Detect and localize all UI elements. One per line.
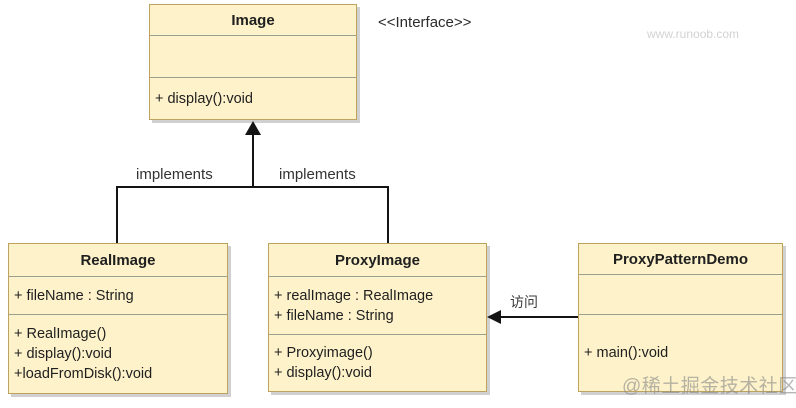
attribute-item: + realImage : RealImage [274, 287, 434, 304]
method-item: +loadFromDisk():void [14, 366, 153, 382]
class-box-image: Image + display():void [149, 4, 357, 120]
class-attributes-proxypatterndemo [579, 275, 782, 315]
implements-label-right: implements [279, 166, 356, 183]
implements-arrowhead-icon [245, 121, 261, 135]
class-methods-image: + display():void [150, 78, 356, 119]
class-title-proxyimage: ProxyImage [269, 244, 486, 277]
interface-stereotype-label: <<Interface>> [378, 14, 472, 31]
attribute-item: + fileName : String [14, 287, 134, 304]
attribute-item: + fileName : String [274, 307, 394, 324]
juejin-watermark: @稀土掘金技术社区 [622, 376, 796, 397]
implements-connector-trunk [252, 134, 254, 187]
method-item: + display():void [155, 90, 253, 107]
class-box-proxyimage: ProxyImage + realImage : RealImage + fil… [268, 243, 487, 392]
class-methods-realimage: + RealImage() + display():void +loadFrom… [9, 315, 227, 393]
method-item: + Proxyimage() [274, 345, 373, 361]
class-title-realimage: RealImage [9, 244, 227, 277]
implements-connector-realimage [116, 186, 118, 243]
class-box-realimage: RealImage + fileName : String + RealImag… [8, 243, 228, 394]
access-connector [499, 316, 578, 318]
method-item: + display():void [14, 346, 112, 362]
class-methods-proxyimage: + Proxyimage() + display():void [269, 335, 486, 391]
class-attributes-realimage: + fileName : String [9, 277, 227, 315]
access-arrowhead-icon [487, 310, 501, 324]
class-box-proxypatterndemo: ProxyPatternDemo + main():void [578, 243, 783, 392]
class-title-proxypatterndemo: ProxyPatternDemo [579, 244, 782, 275]
implements-connector-proxyimage [387, 186, 389, 243]
implements-connector-horizontal [116, 186, 389, 188]
class-methods-proxypatterndemo: + main():void [579, 315, 782, 391]
class-attributes-proxyimage: + realImage : RealImage + fileName : Str… [269, 277, 486, 335]
access-label: 访问 [510, 294, 538, 310]
class-title-image: Image [150, 5, 356, 36]
method-item: + RealImage() [14, 326, 107, 342]
method-item: + display():void [274, 365, 372, 381]
implements-label-left: implements [136, 166, 213, 183]
runoob-watermark: www.runoob.com [647, 27, 740, 41]
method-item: + main():void [584, 345, 669, 361]
class-attributes-image [150, 36, 356, 78]
